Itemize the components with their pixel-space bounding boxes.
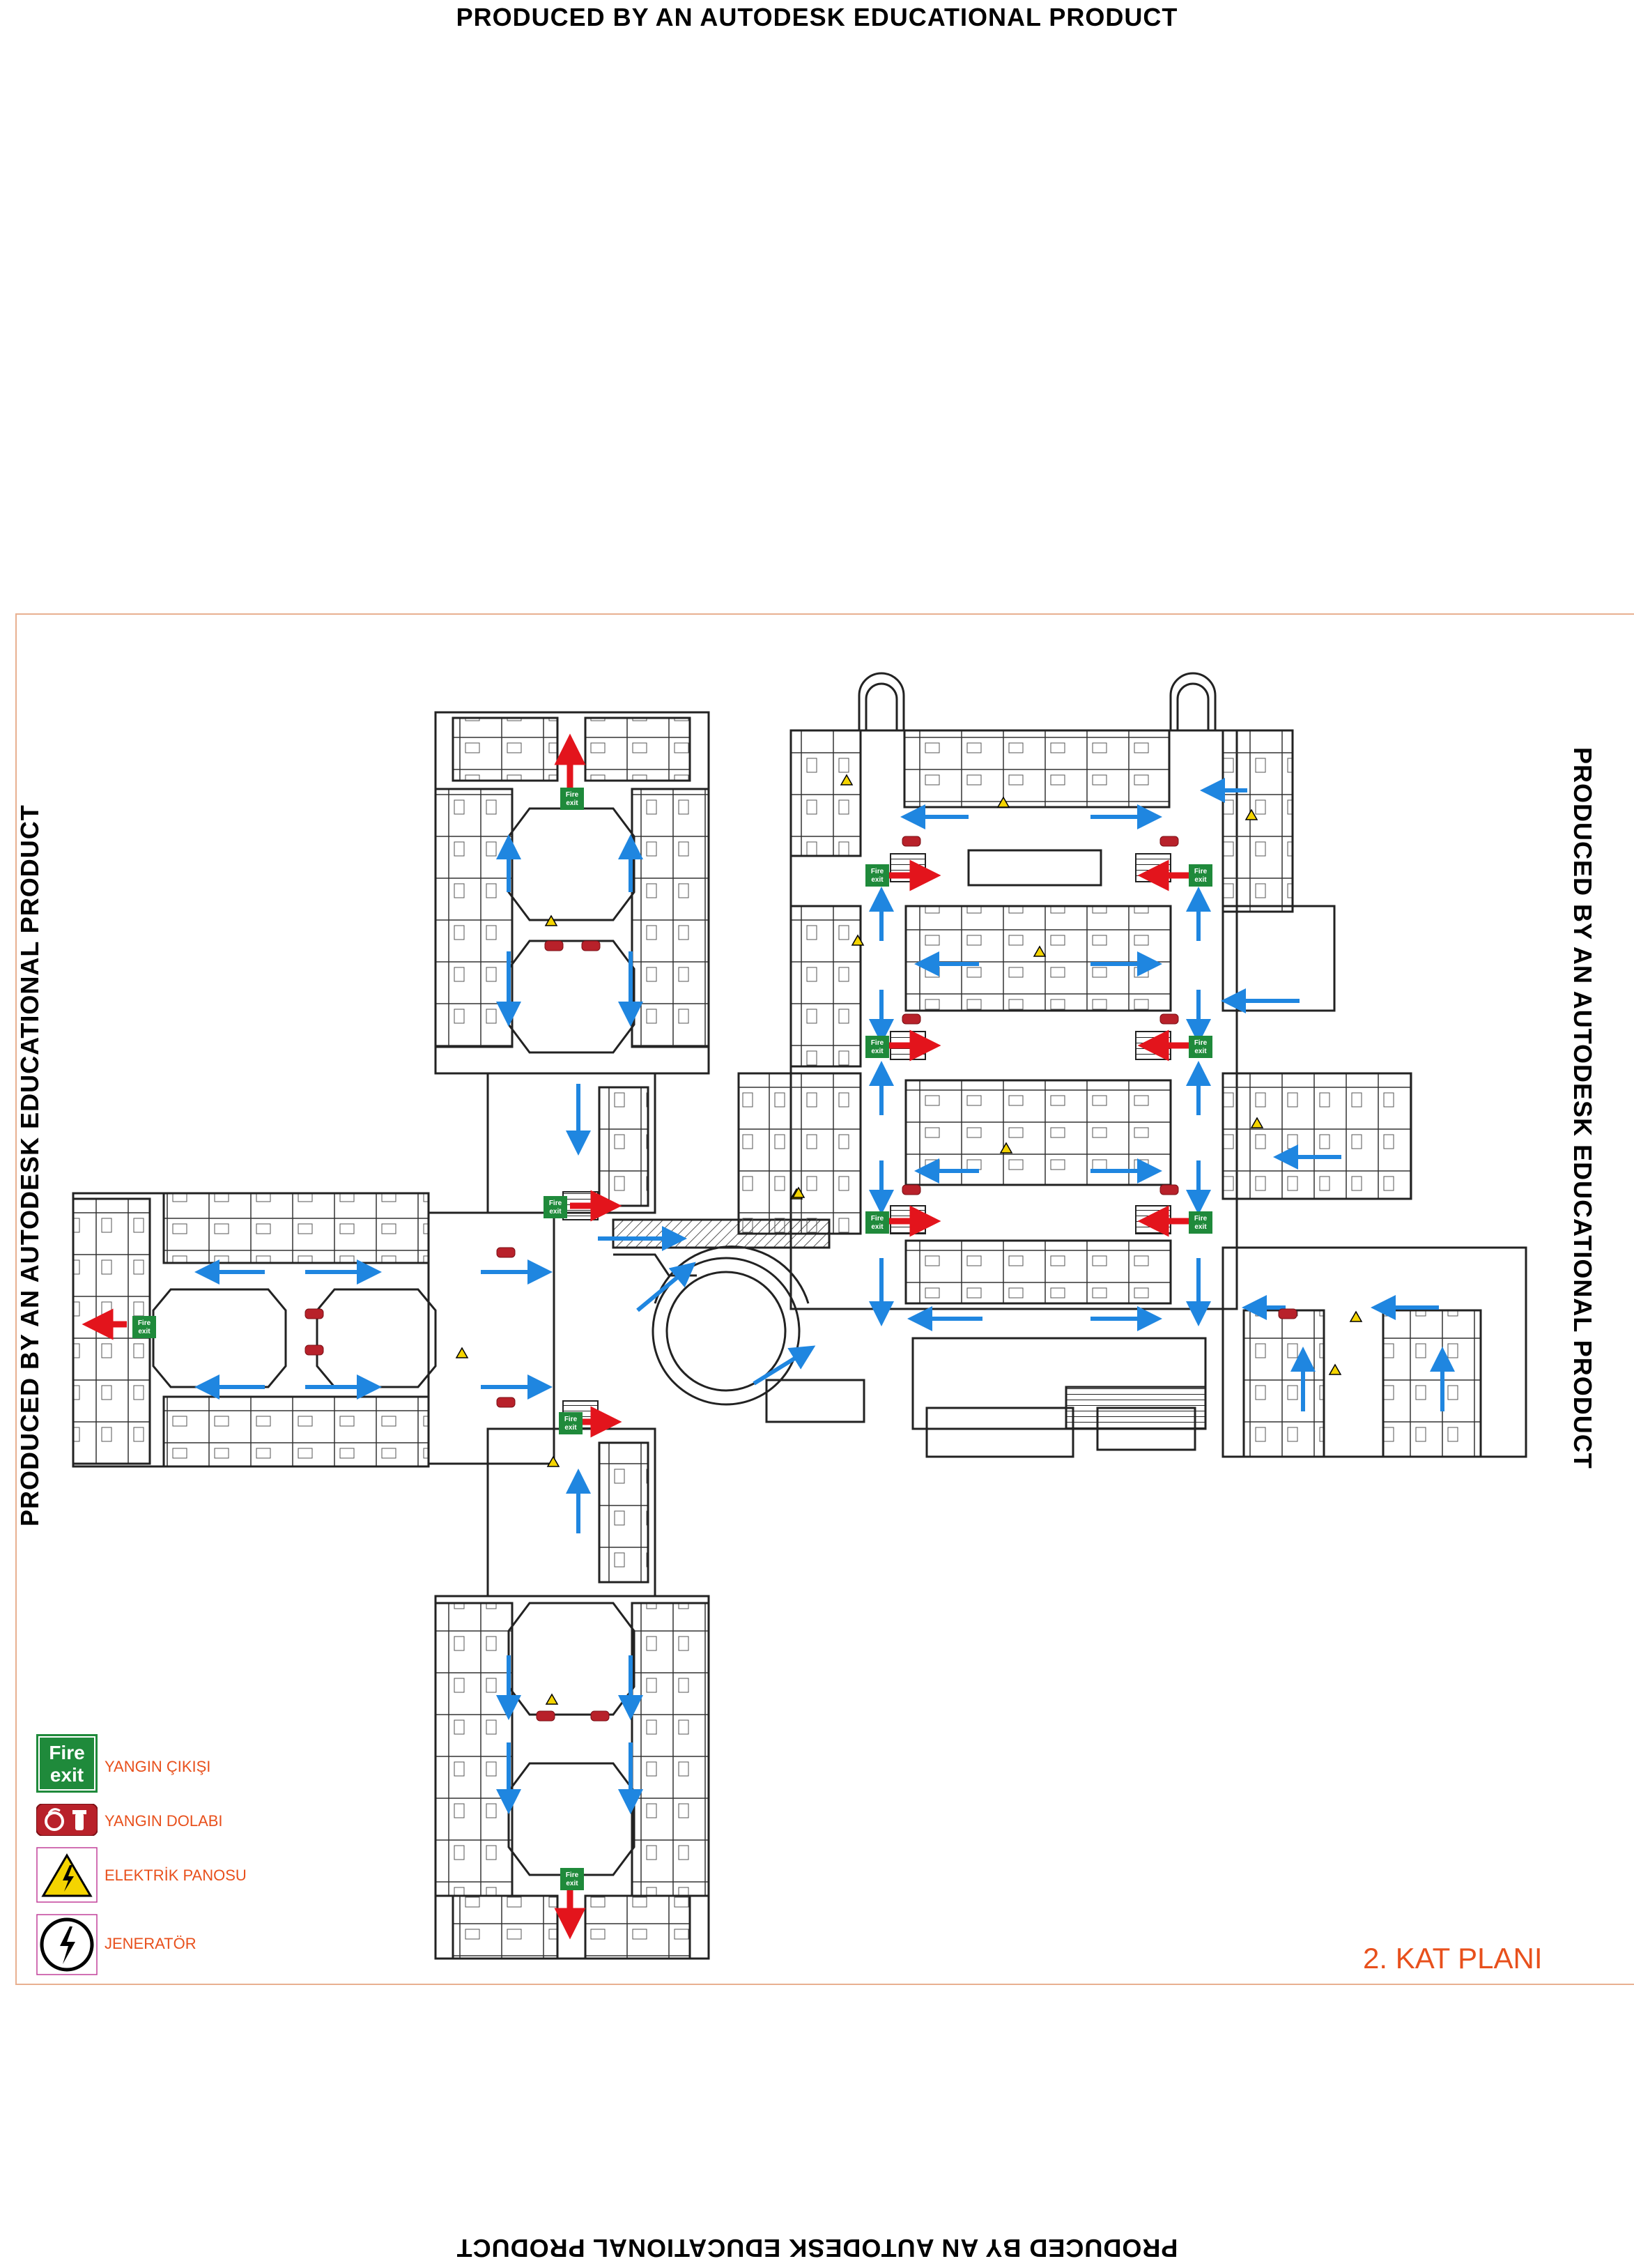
fire-exit-sign-text: Fire xyxy=(564,1416,578,1423)
fire-exit-signs: FireexitFireexitFireexitFireexitFireexit… xyxy=(132,788,1212,1890)
fire-exit-sign-text: exit xyxy=(871,1223,884,1231)
fire-exit-sign-text: exit xyxy=(566,799,578,807)
fire-exit-sign-text: exit xyxy=(1194,876,1207,884)
fire-exit-sign-text: Fire xyxy=(1194,1215,1208,1223)
electric-panels xyxy=(455,774,1363,1705)
fire-cabinet-icon xyxy=(36,1804,98,1836)
fire-exit-sign-text: Fire xyxy=(871,868,884,875)
plan-title: 2. KAT PLANI xyxy=(1363,1942,1543,1975)
fire-exit-sign-text: exit xyxy=(871,876,884,884)
drawing-frame xyxy=(15,613,1634,1985)
building-walls xyxy=(72,672,1527,1960)
watermark-top: PRODUCED BY AN AUTODESK EDUCATIONAL PROD… xyxy=(456,3,1178,31)
fire-exit-sign-text: exit xyxy=(138,1328,151,1335)
fire-exit-sign-text: exit xyxy=(871,1048,884,1055)
fire-cabinets xyxy=(305,836,1297,1722)
fire-exit-sign-text: Fire xyxy=(871,1215,884,1223)
fire-exit-sign-text: Fire xyxy=(871,1039,884,1047)
legend-label-generator: JENERATÖR xyxy=(105,1935,196,1952)
fire-exit-sign-text: Fire xyxy=(1194,1039,1208,1047)
fire-exit-icon-line2: exit xyxy=(50,1764,84,1786)
evacuation-route-arrows xyxy=(194,778,1455,1814)
fire-exit-icon: Fire exit xyxy=(36,1734,98,1793)
legend-label-fire-exit: YANGIN ÇIKIŞI xyxy=(105,1758,211,1775)
fire-exit-sign-text: Fire xyxy=(549,1200,562,1207)
fire-exit-sign-text: Fire xyxy=(566,1871,579,1879)
fire-exit-sign-text: Fire xyxy=(138,1319,151,1327)
fire-exit-sign-text: exit xyxy=(1194,1048,1207,1055)
fire-exit-sign-text: exit xyxy=(549,1208,562,1216)
fire-exit-sign-text: Fire xyxy=(566,791,579,799)
generator-icon xyxy=(36,1914,98,1975)
electric-panel-icon xyxy=(36,1847,98,1903)
legend-label-fire-cabinet: YANGIN DOLABI xyxy=(105,1812,223,1830)
fire-exit-sign-text: Fire xyxy=(1194,868,1208,875)
fire-exit-icon-line1: Fire xyxy=(49,1742,84,1763)
fire-exit-sign-text: exit xyxy=(564,1424,577,1432)
fire-exit-sign-text: exit xyxy=(1194,1223,1207,1231)
legend-label-electric-panel: ELEKTRİK PANOSU xyxy=(105,1867,247,1884)
fire-exit-sign-text: exit xyxy=(566,1880,578,1887)
